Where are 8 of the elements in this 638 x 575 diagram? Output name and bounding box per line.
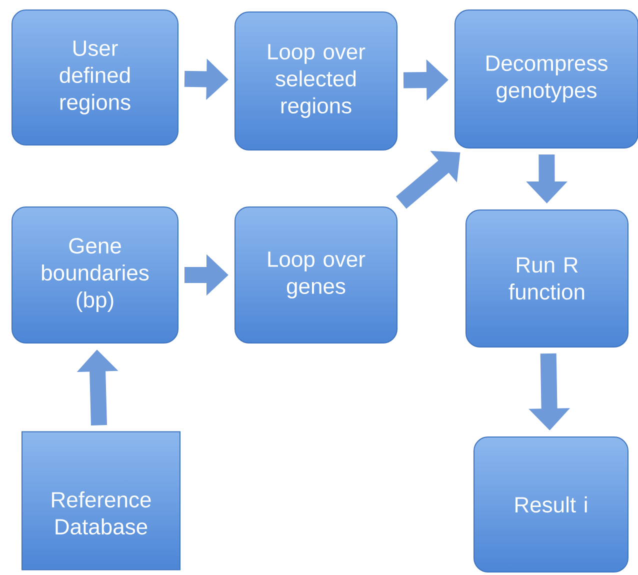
process-box: Loop over genes xyxy=(234,206,398,344)
database-cylinder: Reference Database xyxy=(22,431,180,570)
process-box: User defined regions xyxy=(12,10,178,146)
process-box: Decompress genotypes xyxy=(454,10,638,148)
process-box: Loop over selected regions xyxy=(234,12,398,150)
process-box: Run R function xyxy=(466,210,628,348)
process-box: Result i xyxy=(474,436,628,572)
process-box: Gene boundaries (bp) xyxy=(12,206,178,344)
